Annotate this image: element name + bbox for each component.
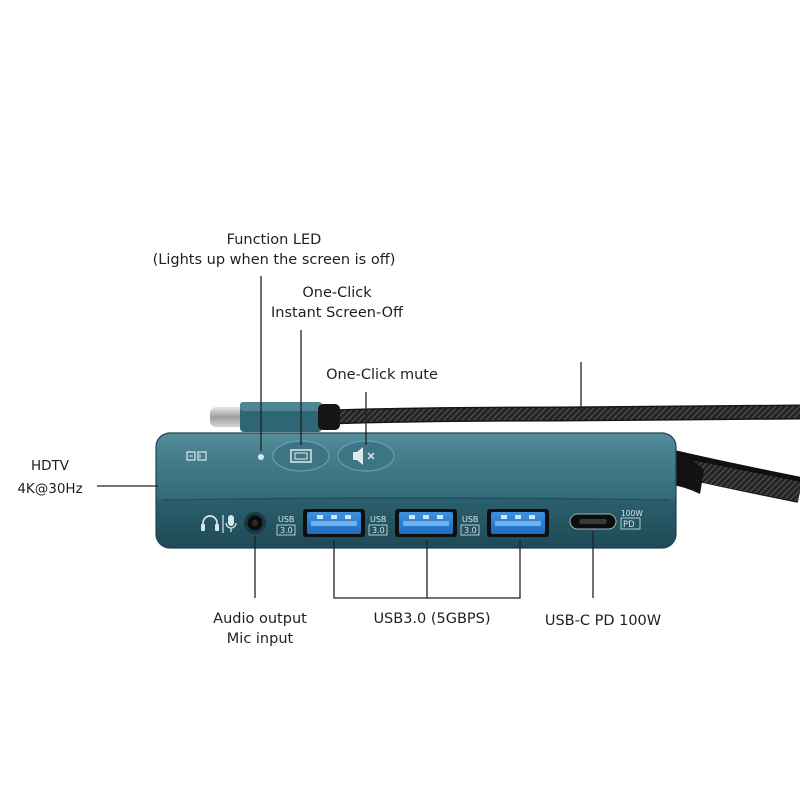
mute-icon: [353, 447, 375, 465]
svg-text:3.0: 3.0: [464, 526, 477, 535]
callout-lines: [97, 276, 594, 599]
pd-label: 100W PD: [620, 509, 643, 530]
usb-port-label-3: USB 3.0: [460, 515, 480, 536]
screen-off-label: One-Click Instant Screen-Off: [252, 283, 422, 323]
hdtv-label-line1: HDTV: [30, 458, 70, 474]
audio-label-line1: Audio output: [213, 611, 307, 627]
audio-label-line2: Mic input: [226, 631, 294, 647]
function-led: [258, 454, 264, 460]
mute-button[interactable]: [337, 440, 395, 472]
usbc-pd-label: USB-C PD 100W: [528, 611, 678, 631]
screen-off-label-line2: Instant Screen-Off: [271, 305, 403, 321]
svg-text:USB: USB: [462, 515, 478, 524]
svg-text:3.0: 3.0: [280, 526, 293, 535]
mute-label-line1: One-Click mute: [326, 367, 438, 383]
function-led-label-line1: Function LED: [226, 232, 322, 248]
usb-c-pd-port[interactable]: [569, 513, 617, 530]
mic-icon: [225, 515, 237, 532]
svg-text:USB: USB: [370, 515, 386, 524]
audio-jack[interactable]: [244, 512, 266, 534]
svg-text:100W: 100W: [621, 509, 643, 518]
screen-off-button[interactable]: [272, 440, 330, 472]
screen-off-icon: [290, 449, 312, 463]
screen-off-label-line1: One-Click: [302, 285, 372, 301]
usb-port-1[interactable]: [303, 509, 365, 537]
usb-port-label-1: USB 3.0: [276, 515, 296, 536]
usb-port-2[interactable]: [395, 509, 457, 537]
audio-label: Audio output Mic input: [190, 609, 330, 649]
svg-text:3.0: 3.0: [372, 526, 385, 535]
usb-port-3[interactable]: [487, 509, 549, 537]
usb3-label: USB3.0 (5GBPS): [352, 609, 512, 629]
mute-label: One-Click mute: [302, 365, 462, 385]
hdtv-label-line2: 4K@30Hz: [17, 481, 83, 497]
svg-text:PD: PD: [623, 520, 635, 530]
hdtv-label: HDTV 4K@30Hz: [0, 455, 100, 501]
usb-port-label-2: USB 3.0: [368, 515, 388, 536]
lower-braided-cable: [657, 447, 800, 503]
brand-logo-icon: [186, 451, 207, 461]
svg-text:USB: USB: [278, 515, 294, 524]
headphone-icon: [201, 515, 219, 531]
usbc-pd-label-line1: USB-C PD 100W: [544, 613, 662, 629]
upper-braided-cable: [329, 404, 800, 425]
function-led-label-line2: (Lights up when the screen is off): [152, 252, 396, 268]
usb-c-plug: [210, 402, 340, 432]
usb3-callout-bracket: [333, 540, 521, 599]
usb3-label-line1: USB3.0 (5GBPS): [373, 611, 491, 627]
function-led-label: Function LED (Lights up when the screen …: [138, 230, 410, 270]
